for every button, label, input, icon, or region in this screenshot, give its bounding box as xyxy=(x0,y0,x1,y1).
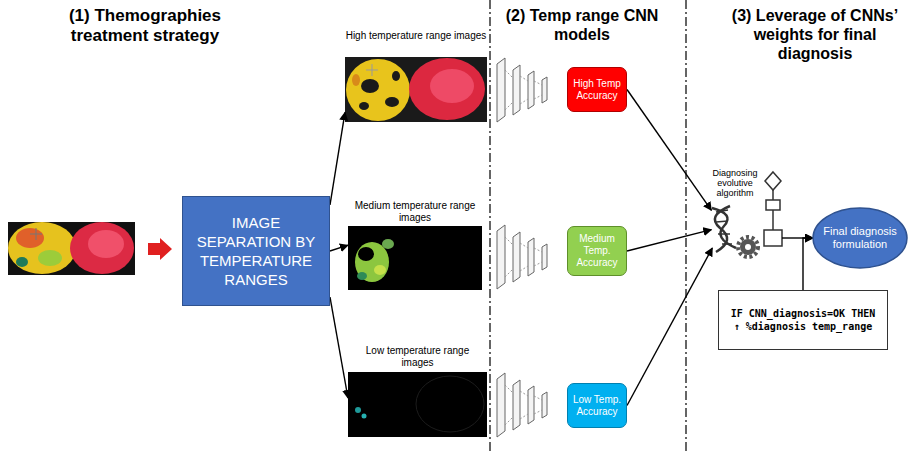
accuracy-box: Low Temp. Accuracy xyxy=(567,383,627,428)
crosshair xyxy=(30,228,42,240)
rule-box: IF CNN_diagnosis=OK THEN ↑ %diagnosis te… xyxy=(718,290,888,350)
crosshair xyxy=(366,64,378,76)
heat-area xyxy=(16,257,28,267)
low-temperature-image xyxy=(348,372,487,437)
cnn-icon xyxy=(497,58,547,122)
heat-area xyxy=(88,230,124,258)
ellipse-outline xyxy=(813,208,907,268)
gear xyxy=(740,239,756,255)
dna-rung xyxy=(716,210,732,244)
accuracy-box: High Temp Accuracy xyxy=(567,67,627,112)
cnn-icon xyxy=(497,373,547,437)
heat-area xyxy=(38,250,62,266)
heat-area xyxy=(430,69,474,103)
arrow-connector xyxy=(330,112,345,205)
terminal-ellipse: Final diagnosis formulation xyxy=(812,207,908,269)
gear-hole xyxy=(745,244,751,250)
heat-outline xyxy=(416,376,484,432)
gear-teeth xyxy=(738,237,758,257)
heat-area xyxy=(357,272,367,280)
arrow-connector xyxy=(627,248,712,406)
image-caption: High temperature range images xyxy=(345,30,487,42)
flow-box xyxy=(766,200,780,210)
node-text: Final diagnosis formulation xyxy=(822,225,899,251)
medium-temperature-image xyxy=(348,226,482,290)
heat-hole xyxy=(385,97,399,107)
image-ground xyxy=(348,372,487,437)
section-heading: (2) Temp range CNN models xyxy=(497,6,667,44)
process-box: IMAGE SEPARATION BY TEMPERATURE RANGES xyxy=(182,196,330,306)
heat-area xyxy=(374,265,386,275)
accuracy-box: Medium Temp. Accuracy xyxy=(567,226,627,276)
arrow-connector xyxy=(803,238,813,290)
heat-area xyxy=(16,228,44,248)
section-separator xyxy=(489,0,491,452)
flow-box xyxy=(764,230,782,246)
heat-area xyxy=(382,239,394,249)
heat-hole xyxy=(392,71,400,81)
arrow-connector xyxy=(330,297,348,398)
heat-dot xyxy=(362,414,367,419)
heat-area xyxy=(346,59,410,121)
node-text: IF CNN_diagnosis=OK THEN ↑ %diagnosis te… xyxy=(726,307,881,333)
image-node: Low temperature range images xyxy=(348,345,487,437)
image-ground xyxy=(348,226,482,290)
dna-strand xyxy=(715,206,730,252)
block-arrow xyxy=(148,238,172,260)
heat-area xyxy=(355,242,389,282)
heat-hole xyxy=(358,247,374,261)
heat-area xyxy=(352,74,360,86)
arrow-connector xyxy=(627,230,711,251)
image-node: High temperature range images xyxy=(345,30,487,122)
heat-dot xyxy=(355,407,361,413)
heat-area xyxy=(409,58,485,120)
node-text: IMAGE SEPARATION BY TEMPERATURE RANGES xyxy=(192,213,321,289)
heat-hole xyxy=(359,102,369,110)
thermal-image xyxy=(8,222,135,275)
image-caption: Medium temperature range images xyxy=(351,200,479,224)
node-text: Diagnosing evolutive algorithm xyxy=(704,168,766,198)
image-node: Medium temperature range images xyxy=(348,200,482,290)
high-temperature-image xyxy=(345,57,487,122)
section-heading: (3) Leverage of CNNs’ weights for final … xyxy=(722,6,908,64)
algorithm-node: Diagnosing evolutive algorithm xyxy=(700,168,788,260)
image-ground xyxy=(8,222,135,275)
arrow-connector xyxy=(330,245,348,251)
node-text: High Temp Accuracy xyxy=(573,78,622,102)
node-text: Medium Temp. Accuracy xyxy=(573,233,622,269)
image-ground xyxy=(345,57,487,122)
heat-area xyxy=(8,222,76,274)
heat-hole xyxy=(361,79,379,93)
node-text: Low Temp. Accuracy xyxy=(573,394,622,418)
section-separator xyxy=(685,0,687,452)
cnn-icon xyxy=(497,225,547,289)
section-heading: (1) Themographies treatment strategy xyxy=(45,6,245,47)
heat-area xyxy=(70,222,134,274)
image-caption: Low temperature range images xyxy=(354,345,482,369)
flow-diamond xyxy=(765,172,781,190)
arrow-connector xyxy=(627,90,711,211)
